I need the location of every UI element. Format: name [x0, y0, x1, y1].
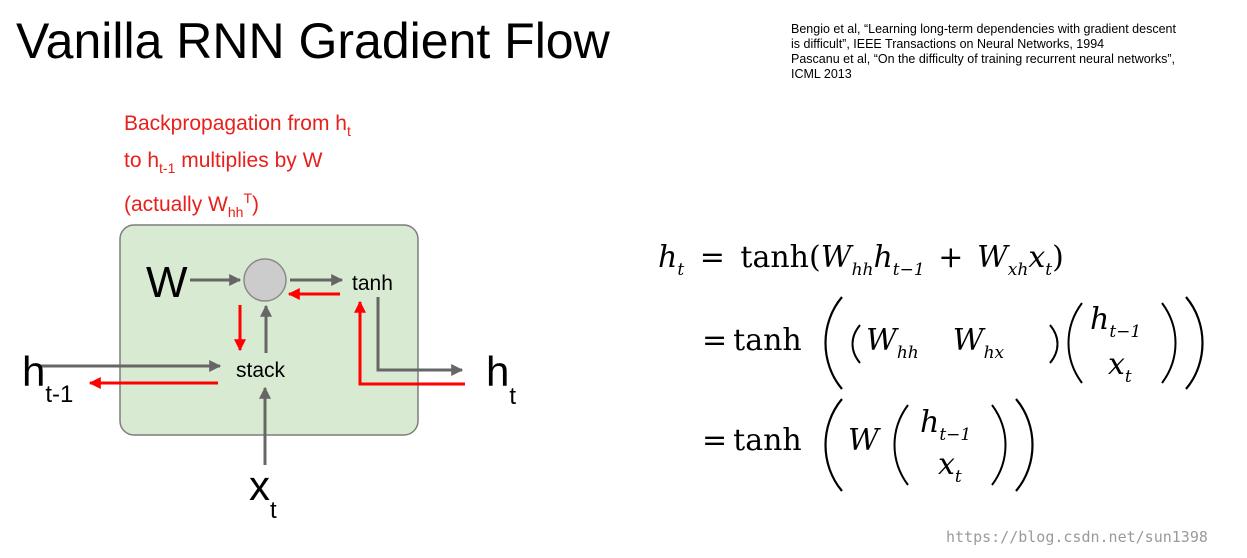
reference-line: ICML 2013 — [791, 67, 852, 81]
equation-row-3-vector-top: ht−1 — [920, 405, 972, 445]
reference-line: is difficult”, IEEE Transactions on Neur… — [791, 37, 1105, 51]
watermark-url: https://blog.csdn.net/sun1398 — [946, 528, 1208, 546]
h-out-label: ht — [486, 348, 516, 410]
equation-row-2-brackets — [824, 296, 1204, 390]
references: Bengio et al, “Learning long-term depend… — [791, 22, 1176, 82]
equation-row-2-vector-top: ht−1 — [1090, 302, 1142, 342]
stack-label: stack — [236, 359, 286, 382]
tanh-label: tanh — [352, 272, 393, 295]
reference-line: Bengio et al, “Learning long-term depend… — [791, 22, 1176, 36]
multiply-node — [243, 258, 287, 302]
backprop-annotation: Backpropagation from ht to ht-1 multipli… — [124, 112, 351, 220]
slide-title: Vanilla RNN Gradient Flow — [16, 13, 610, 69]
h-prev-label: ht-1 — [22, 348, 73, 408]
x-in-label: xt — [249, 462, 277, 524]
equation-row-3-brackets — [824, 398, 1034, 492]
reference-line: Pascanu et al, “On the difficulty of tra… — [791, 52, 1175, 66]
backward-arrow-h-out — [354, 300, 465, 386]
equation-row-2-eq: =tanh — [702, 323, 802, 358]
equation-row-2-vector-bottom: xt — [1108, 347, 1132, 387]
equation-row-3-w: W — [848, 423, 879, 458]
equation-row-3-eq: =tanh — [702, 423, 802, 458]
rnn-cell-box — [119, 224, 419, 436]
w-label: W — [146, 258, 188, 307]
equation-row-1: ht = tanh(Whhht−1 + Wxhxt) — [658, 240, 1064, 280]
rnn-cell-diagram: W tanh stack ht-1 ht xt — [22, 224, 516, 524]
equation-row-3-vector-bottom: xt — [938, 447, 962, 487]
forward-arrow-h-out — [376, 297, 464, 376]
